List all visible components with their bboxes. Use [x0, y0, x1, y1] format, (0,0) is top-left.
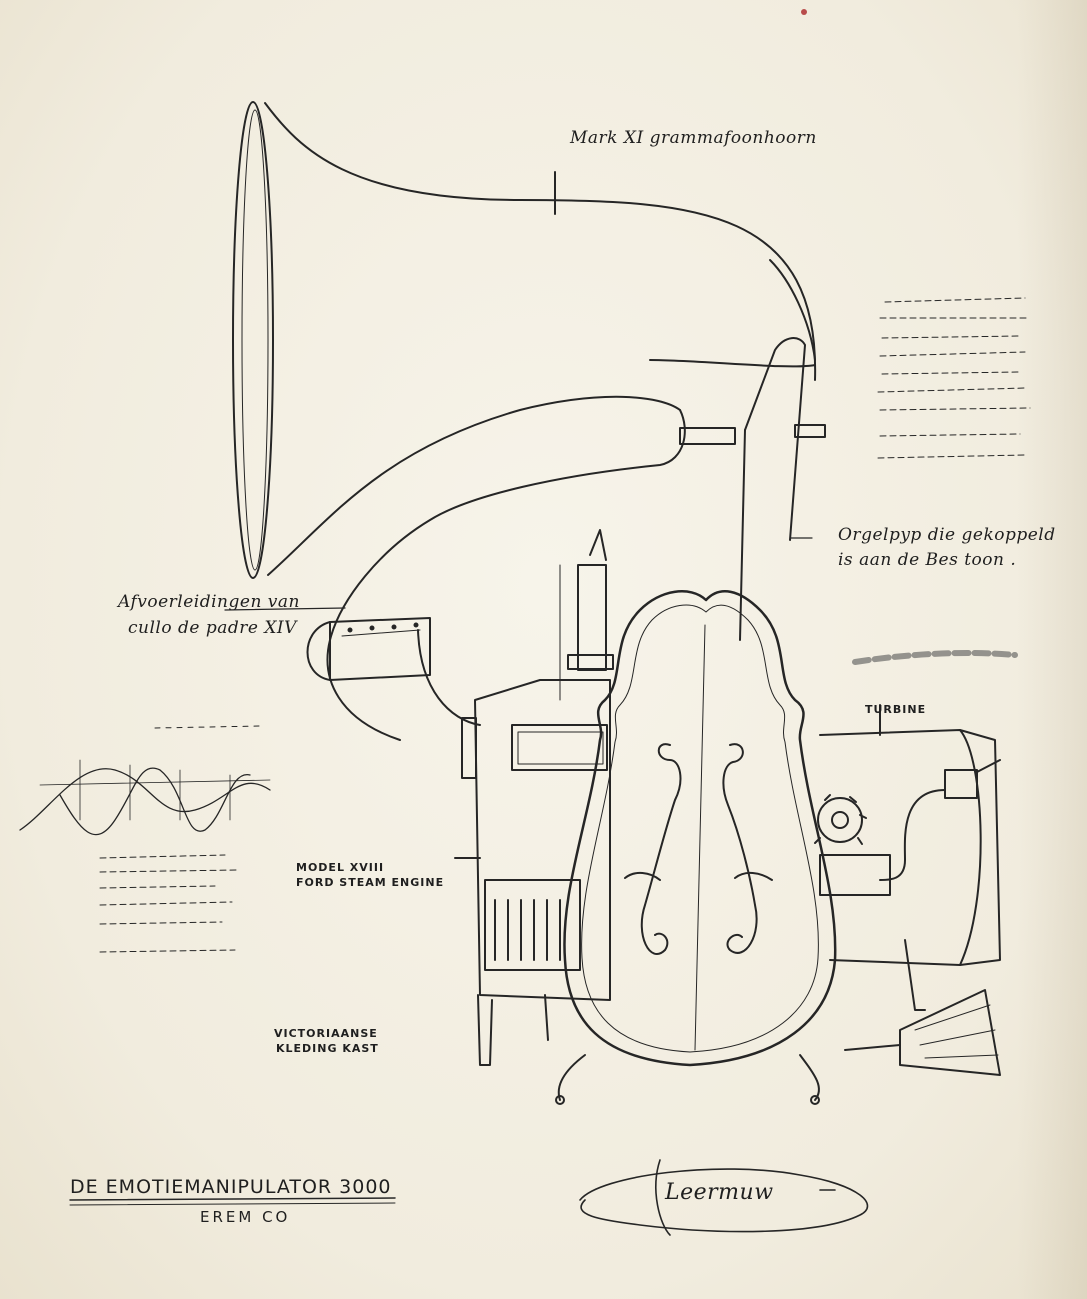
ink-dot [801, 9, 807, 15]
organ-pipe [559, 529, 614, 701]
signature-flourish [579, 1159, 869, 1236]
cello-wardrobe [555, 590, 837, 1105]
exhaust-pipe [306, 617, 431, 681]
steam-engine [454, 679, 611, 1066]
label-exhaust-1: Afvoerleidingen van [118, 592, 300, 612]
label-wardrobe-2: KLEDING KAST [276, 1042, 379, 1055]
gramophone-horn [232, 101, 826, 741]
leader-lines [69, 537, 1018, 1206]
label-wardrobe-1: VICTORIAANSE [274, 1027, 378, 1040]
label-organ-pipe-1: Orgelpyp die gekoppeld [838, 525, 1056, 545]
label-organ-pipe-2: is aan de Bes toon . [838, 550, 1017, 570]
signature: Leermuw [665, 1180, 774, 1205]
drawing-title: DE EMOTIEMANIPULATOR 3000 [70, 1176, 392, 1198]
label-engine-1: MODEL XVIII [296, 861, 385, 874]
label-turbine: TURBINE [865, 703, 927, 716]
label-horn: Mark XI grammafoonhoorn [570, 128, 817, 148]
label-engine-2: FORD STEAM ENGINE [296, 876, 445, 889]
label-exhaust-2: cullo de padre XIV [128, 618, 297, 638]
scribbled-notes-right [877, 297, 1031, 459]
maker-name: EREM CO [200, 1208, 291, 1226]
scribbled-notes-left [99, 854, 239, 953]
turbine [814, 704, 1001, 1011]
brush [844, 989, 1001, 1076]
waveform-sketch [19, 725, 271, 836]
